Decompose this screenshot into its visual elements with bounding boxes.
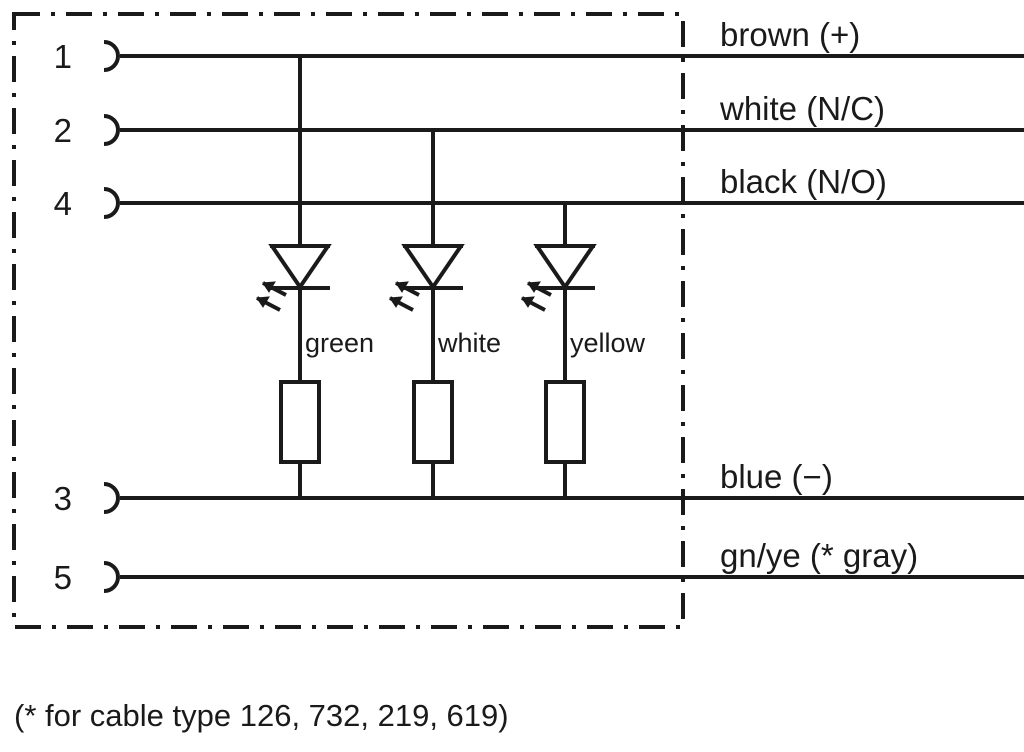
led-label-white: white bbox=[437, 328, 501, 358]
pin-number-2: 2 bbox=[54, 112, 72, 149]
led-green-emission-arrows bbox=[256, 281, 287, 312]
socket-pin-1 bbox=[103, 40, 120, 72]
led-yellow-emission-arrows bbox=[521, 281, 552, 312]
led-yellow-triangle bbox=[533, 244, 597, 291]
connector-sockets bbox=[103, 40, 120, 593]
socket-pin-4 bbox=[103, 187, 120, 219]
socket-pin-5 bbox=[103, 561, 120, 593]
sensor-housing-boundary bbox=[12, 12, 685, 629]
wire-label-white: white (N/C) bbox=[719, 90, 885, 127]
pin-number-3: 3 bbox=[54, 480, 72, 517]
pin-number-4: 4 bbox=[54, 185, 72, 222]
led-label-yellow: yellow bbox=[570, 328, 646, 358]
socket-pin-2 bbox=[103, 114, 120, 146]
pin-number-5: 5 bbox=[54, 559, 72, 596]
resistor-green bbox=[279, 380, 321, 464]
footnote-cable-type: (* for cable type 126, 732, 219, 619) bbox=[14, 698, 509, 733]
led-green-triangle bbox=[268, 244, 332, 291]
led-label-green: green bbox=[305, 328, 374, 358]
led-white-triangle bbox=[401, 244, 465, 291]
resistor-yellow bbox=[544, 380, 586, 464]
pin-number-1: 1 bbox=[54, 38, 72, 75]
socket-pin-3 bbox=[103, 482, 120, 514]
resistor-white bbox=[412, 380, 454, 464]
wire-label-gnye: gn/ye (* gray) bbox=[720, 537, 918, 574]
led-white-emission-arrows bbox=[389, 281, 420, 312]
wire-label-brown: brown (+) bbox=[720, 16, 860, 53]
wire-label-blue: blue (−) bbox=[720, 458, 833, 495]
wire-label-black: black (N/O) bbox=[720, 163, 887, 200]
